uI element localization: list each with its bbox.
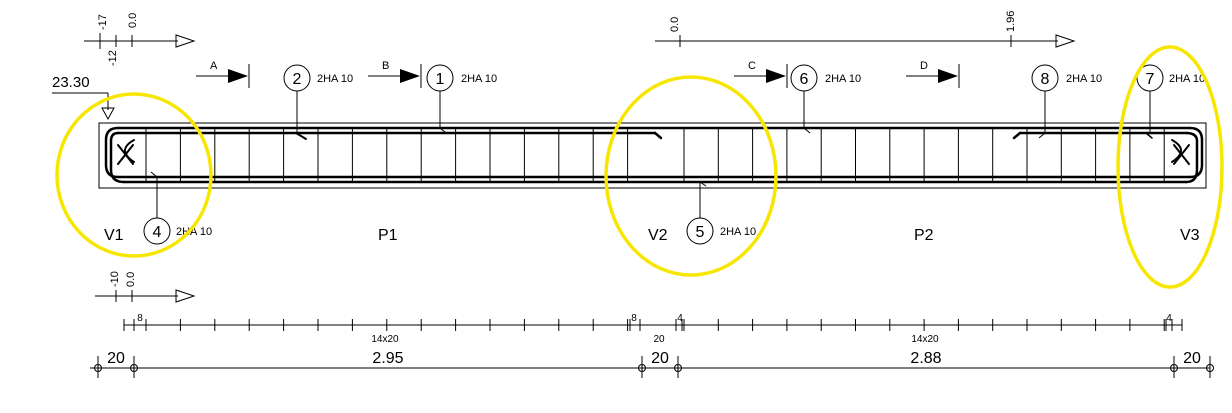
section-label: A <box>210 60 218 72</box>
level-label: 0.0 <box>127 13 139 28</box>
arrow-icon <box>766 69 786 83</box>
bar-mark-number: 4 <box>153 224 162 241</box>
dim-text: 2.95 <box>372 350 403 367</box>
stirrup-dimension-line <box>123 319 1183 331</box>
highlight-ellipse-v3 <box>1116 45 1224 289</box>
section-marker-d: D <box>906 60 960 88</box>
level-label: 0.0 <box>125 272 137 287</box>
elevation-label: 23.30 <box>52 74 90 91</box>
bar-mark-number: 8 <box>1041 71 1050 88</box>
support-label-v2: V2 <box>648 227 668 244</box>
bar-mark-4: 4 2HA 10 <box>143 171 212 245</box>
arrow-icon <box>175 34 196 48</box>
dimension-node-icon <box>638 364 646 372</box>
level-marker-top-left: -17 -12 0.0 <box>84 13 196 66</box>
stirrups <box>145 128 1165 182</box>
elevation-mark: 23.30 <box>52 74 115 121</box>
level-label: -10 <box>109 271 121 287</box>
level-marker-top-right: 0.0 1.96 <box>655 11 1076 48</box>
rebar-lines <box>104 126 1204 184</box>
bar-mark-number: 7 <box>1146 71 1155 88</box>
dimension-node-icon <box>1206 364 1214 372</box>
arrow-icon <box>228 69 248 83</box>
dim-text: 20 <box>107 350 125 367</box>
bar-mark-number: 1 <box>436 71 445 88</box>
dim-text: 20 <box>651 350 669 367</box>
support-label-v1: V1 <box>104 227 124 244</box>
main-dimension-line <box>90 356 1214 378</box>
dimension-node-icon <box>1170 364 1178 372</box>
section-label: B <box>382 60 389 72</box>
bar-mark-number: 2 <box>293 71 302 88</box>
bar-mark-5: 5 2HA 10 <box>686 181 756 245</box>
arrow-icon <box>938 69 958 83</box>
bar-mark-6: 6 2HA 10 <box>790 64 861 134</box>
bar-mark-7: 7 2HA 10 <box>1136 64 1205 133</box>
bar-mark-label: 2HA 10 <box>1169 73 1205 85</box>
level-label: 1.96 <box>1005 11 1017 32</box>
bar-mark-label: 2HA 10 <box>1066 73 1102 85</box>
section-marker-a: A <box>196 60 250 88</box>
span-label-p2: P2 <box>914 227 934 244</box>
highlight-annotations <box>55 45 1224 289</box>
bar-mark-2: 2 2HA 10 <box>283 64 353 133</box>
section-marker-b: B <box>368 60 422 88</box>
dim-text: 20 <box>1183 350 1201 367</box>
support-label-v3: V3 <box>1180 227 1200 244</box>
level-marker-bottom-left: -10 0.0 <box>95 271 196 303</box>
dimension-node-icon <box>674 364 682 372</box>
highlight-ellipse-v1 <box>55 92 213 258</box>
arrow-icon <box>400 69 420 83</box>
section-label: C <box>748 60 756 72</box>
dimension-node-icon <box>130 364 138 372</box>
arrow-icon <box>1055 34 1076 48</box>
section-label: D <box>920 60 928 72</box>
highlight-ellipse-v2 <box>604 75 778 277</box>
bar-mark-label: 2HA 10 <box>317 73 353 85</box>
bar-mark-1: 1 2HA 10 <box>426 64 497 134</box>
dim-text: 4 <box>1166 313 1172 324</box>
bar-mark-label: 2HA 10 <box>461 73 497 85</box>
dim-text: 4 <box>677 313 683 324</box>
dimension-node-icon <box>94 364 102 372</box>
level-label: 0.0 <box>669 17 681 32</box>
bar-mark-number: 5 <box>696 224 705 241</box>
level-label: -12 <box>107 50 119 66</box>
bar-mark-8: 8 2HA 10 <box>1031 64 1102 139</box>
arrow-icon <box>175 289 196 303</box>
beam-outline <box>98 122 1207 189</box>
span-label-p1: P1 <box>378 227 398 244</box>
level-label: -17 <box>97 14 109 30</box>
dim-text: 20 <box>653 334 665 345</box>
bar-mark-label: 2HA 10 <box>720 226 756 238</box>
dim-text: 14x20 <box>911 334 939 345</box>
dim-text: 8 <box>137 313 143 324</box>
dim-text: 8 <box>631 313 637 324</box>
section-marker-c: C <box>734 60 788 88</box>
dim-text: 14x20 <box>371 334 399 345</box>
bar-mark-number: 6 <box>800 71 809 88</box>
dim-text: 2.88 <box>910 350 941 367</box>
bar-mark-label: 2HA 10 <box>825 73 861 85</box>
triangle-icon <box>101 107 115 121</box>
